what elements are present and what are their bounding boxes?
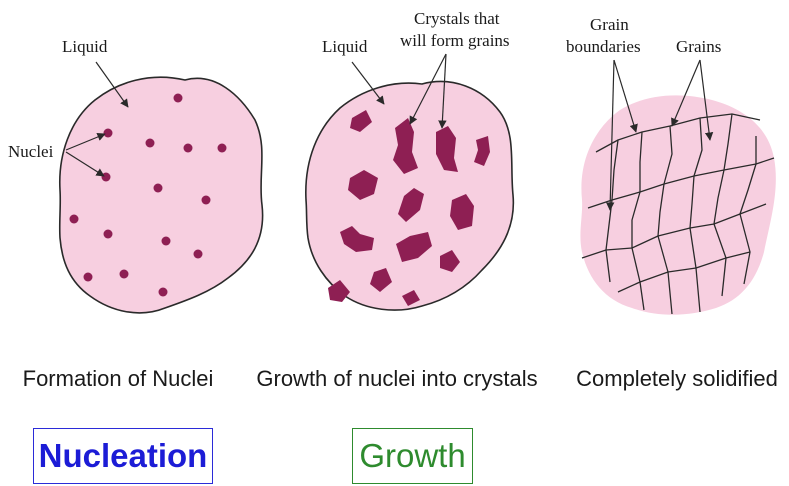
label-liquid-left: Liquid — [62, 37, 108, 56]
caption-growth-of-nuclei: Growth of nuclei into crystals — [256, 366, 537, 392]
label-grain-line2: boundaries — [566, 37, 641, 56]
nucleus-dot — [194, 250, 203, 259]
panel-growth-of-nuclei: Liquid Crystals that will form grains — [306, 9, 514, 310]
nucleus-dot — [104, 129, 113, 138]
label-grain-line1: Grain — [590, 15, 629, 34]
nucleus-dot — [70, 215, 79, 224]
growth-label-box: Growth — [352, 428, 473, 484]
nucleus-dot — [84, 273, 93, 282]
nucleus-dot — [146, 139, 155, 148]
nucleus-dot — [202, 196, 211, 205]
panel-completely-solidified: Grain boundaries Grains — [566, 15, 776, 315]
label-liquid-middle: Liquid — [322, 37, 368, 56]
nucleus-dot — [159, 288, 168, 297]
nucleation-label: Nucleation — [39, 437, 208, 475]
nucleus-dot — [174, 94, 183, 103]
label-crystals-line1: Crystals that — [414, 9, 500, 28]
nucleus-dot — [102, 173, 111, 182]
caption-completely-solidified: Completely solidified — [576, 366, 778, 392]
growth-label: Growth — [359, 437, 465, 475]
panel-formation-of-nuclei: Liquid Nuclei — [8, 37, 263, 313]
label-nuclei: Nuclei — [8, 142, 54, 161]
nucleus-dot — [218, 144, 227, 153]
nucleus-dot — [104, 230, 113, 239]
nucleus-dot — [184, 144, 193, 153]
nucleation-label-box: Nucleation — [33, 428, 213, 484]
nucleus-dot — [154, 184, 163, 193]
label-grains: Grains — [676, 37, 721, 56]
caption-formation-of-nuclei: Formation of Nuclei — [23, 366, 214, 392]
nucleus-dot — [120, 270, 129, 279]
label-crystals-line2: will form grains — [400, 31, 510, 50]
nucleus-dot — [162, 237, 171, 246]
